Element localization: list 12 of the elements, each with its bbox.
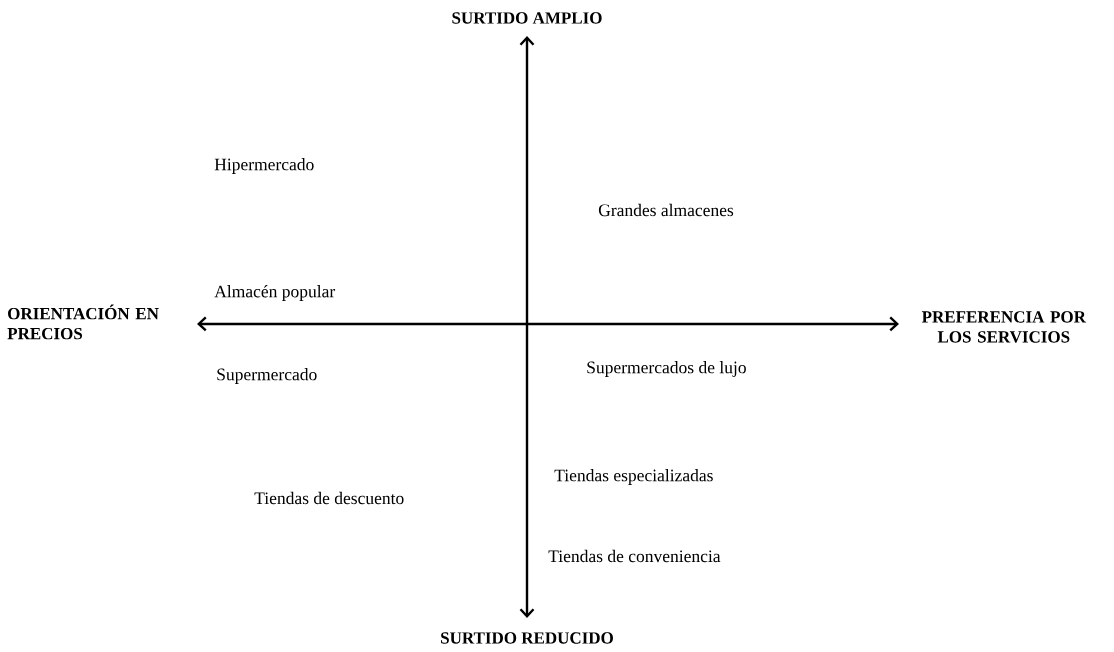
category-label: Grandes almacenes — [598, 203, 734, 217]
category-label: Supermercados de lujo — [587, 361, 746, 377]
category-label: Hipermercado — [214, 158, 314, 174]
axis-label: SURTIDO REDUCIDO — [441, 632, 613, 644]
category-label: Tiendas especializadas — [554, 469, 713, 485]
axis-label: SURTIDO AMPLIO — [452, 12, 602, 24]
category-label: Tiendas de descuento — [254, 491, 404, 505]
axis-label: PREFERENCIA POR LOS SERVICIOS — [921, 311, 1087, 343]
category-label: Almacén popular — [214, 285, 336, 301]
category-label: Tiendas de conveniencia — [548, 549, 721, 563]
axis-label: ORIENTACIÓN EN PRECIOS — [7, 304, 159, 340]
category-label: Supermercado — [217, 368, 317, 384]
